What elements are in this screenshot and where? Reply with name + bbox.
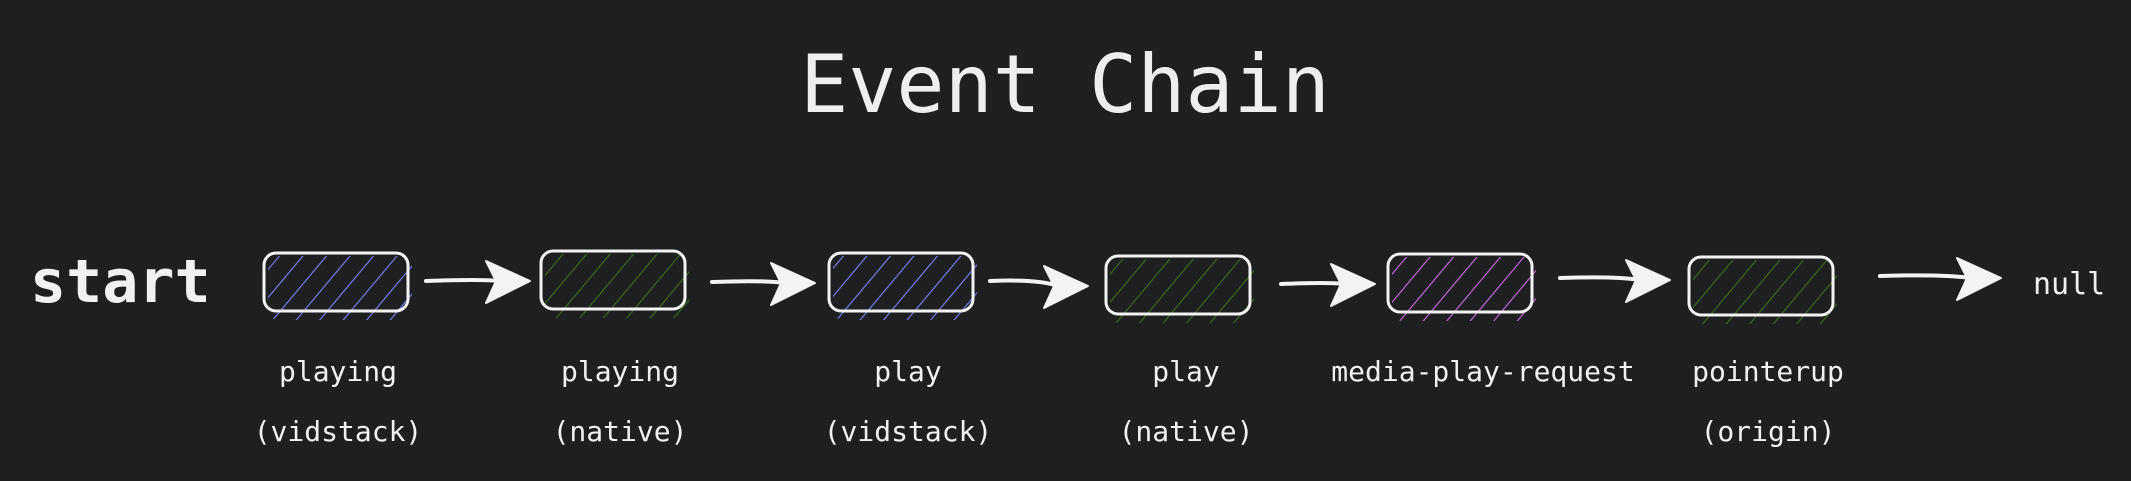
arrow-line [1279, 281, 1347, 286]
node-label: playing [279, 355, 397, 388]
end-label: null [2033, 267, 2105, 302]
node-sublabel: (vidstack) [254, 415, 423, 448]
node-hatch-fill [1693, 260, 1837, 324]
node-label: pointerup [1692, 355, 1844, 388]
node-box [1386, 252, 1534, 314]
arrow-head [1956, 257, 2002, 301]
node-box [1104, 254, 1252, 316]
arrow-head [770, 262, 816, 306]
node-box [827, 251, 975, 313]
node-sublabel: (native) [1119, 415, 1254, 448]
arrow-head [1330, 263, 1376, 307]
arrows-layer [424, 257, 2002, 309]
node-sublabel: (native) [553, 415, 688, 448]
arrow-head [1043, 265, 1089, 309]
arrow-head [1625, 259, 1671, 303]
start-label: start [30, 247, 211, 317]
node-hatch-fill [1110, 259, 1254, 323]
arrow-line [1878, 273, 1973, 280]
arrow-line [988, 278, 1060, 288]
node-hatch-fill [1392, 257, 1536, 321]
arrow-line [710, 279, 787, 285]
node-sublabel: (origin) [1701, 415, 1836, 448]
node-sublabel: (vidstack) [824, 415, 993, 448]
node-hatch-fill [545, 254, 689, 318]
arrow-line [1558, 275, 1642, 282]
node-hatch-fill [268, 256, 412, 320]
arrow-head [485, 260, 531, 304]
node-box [1687, 255, 1835, 317]
nodes-layer: playing (vidstack) playing (native) play (vid… [254, 249, 1844, 448]
node-box [262, 251, 410, 313]
node-label: playing [561, 355, 679, 388]
node-hatch-fill [833, 256, 977, 320]
diagram-title: Event Chain [800, 38, 1330, 131]
node-label: play [1152, 355, 1219, 388]
arrow-line [424, 278, 502, 283]
node-label: media-play-request [1331, 355, 1634, 388]
node-label: play [874, 355, 941, 388]
node-box [539, 249, 687, 311]
